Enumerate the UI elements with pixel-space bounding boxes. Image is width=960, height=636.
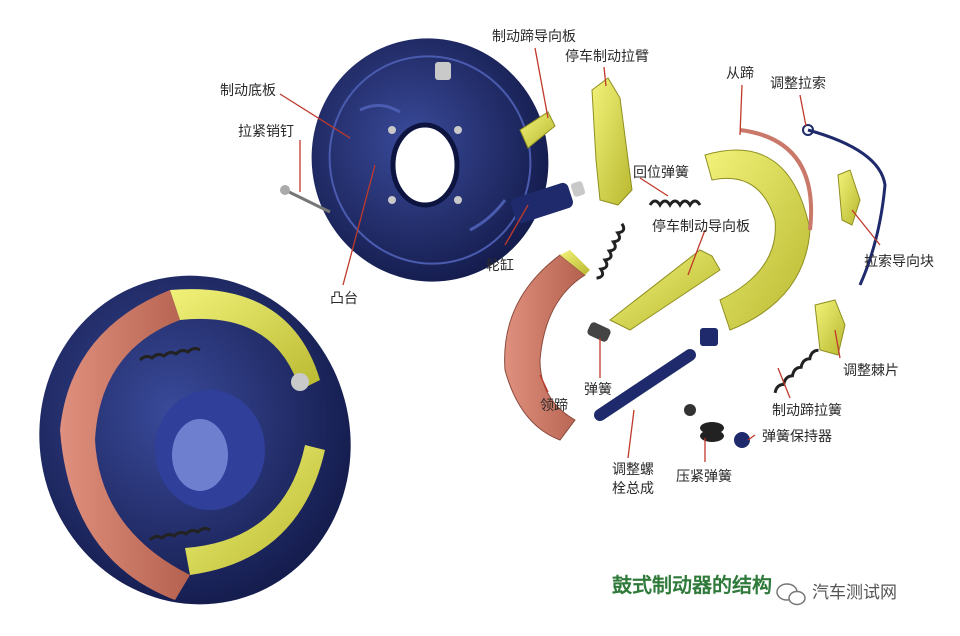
- label-leading-shoe: 领蹄: [540, 397, 568, 414]
- shoe-guide-plate-part: [519, 111, 556, 149]
- parking-guide-plate-part: [609, 249, 721, 331]
- wechat-icon: [776, 583, 806, 606]
- assembled-brake: [39, 275, 351, 605]
- return-spring-part: [648, 199, 702, 208]
- adjust-cable-part: [802, 124, 887, 286]
- adjust-pawl-part: [814, 299, 846, 356]
- trailing-shoe-part: [704, 128, 814, 331]
- label-parking-lever: 停车制动拉臂: [565, 48, 649, 65]
- label-return-spring: 回位弹簧: [633, 165, 689, 181]
- wheel-cylinder-part: [511, 181, 586, 224]
- label-adjuster-line1: 调整螺: [612, 462, 654, 478]
- label-hold-pin: 拉紧销钉: [238, 124, 294, 140]
- watermark-text: 汽车测试网: [812, 583, 897, 603]
- label-adjust-cable: 调整拉索: [770, 75, 826, 92]
- label-spring: 弹簧: [584, 382, 612, 398]
- watermark: 汽车测试网: [776, 583, 897, 606]
- upper-spring-part: [596, 222, 626, 280]
- adjuster-assembly-part: [594, 328, 718, 421]
- label-wheel-cylinder: 轮缸: [486, 257, 514, 274]
- label-cable-guide: 拉索导向块: [864, 253, 934, 270]
- parking-lever-part: [591, 77, 633, 206]
- label-shoe-spring: 制动蹄拉簧: [772, 402, 842, 419]
- label-parking-guide-plate: 停车制动导向板: [652, 218, 750, 235]
- label-boss: 凸台: [330, 291, 358, 307]
- cable-guide-part: [837, 169, 861, 226]
- label-hold-spring: 压紧弹簧: [676, 469, 732, 485]
- leader-lines: [279, 47, 881, 462]
- label-shoe-guide-plate: 制动蹄导向板: [492, 28, 576, 45]
- label-trailing-shoe: 从蹄: [726, 65, 754, 82]
- part-labels: 制动蹄导向板 停车制动拉臂 从蹄 调整拉索 制动底板 拉紧销钉 回位弹簧 停车制…: [220, 28, 934, 497]
- label-adjust-pawl: 调整棘片: [843, 363, 899, 379]
- hold-spring-part: [684, 404, 724, 442]
- leading-shoe-part: [504, 250, 590, 441]
- hold-pin-part: [280, 185, 331, 214]
- label-adjuster-line2: 栓总成: [612, 481, 654, 497]
- label-backing-plate: 制动底板: [220, 83, 276, 99]
- small-spring-part: [587, 322, 611, 342]
- label-spring-retainer: 弹簧保持器: [762, 429, 832, 445]
- shoe-spring-part: [773, 348, 819, 394]
- backing-plate-part: [311, 38, 549, 282]
- spring-retainer-part: [734, 432, 750, 448]
- diagram-title: 鼓式制动器的结构: [612, 573, 772, 597]
